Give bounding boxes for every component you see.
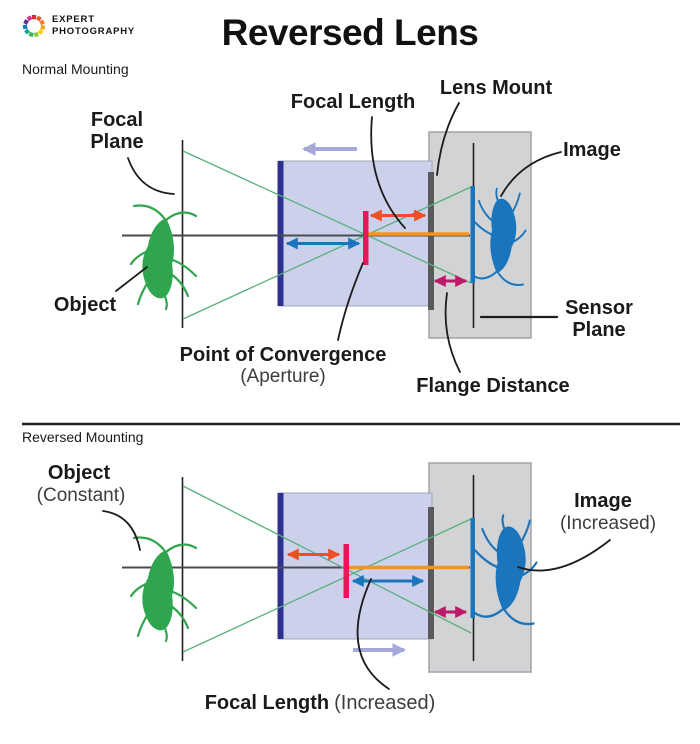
leader-line: [370, 116, 406, 229]
color-wheel-icon: [22, 15, 46, 38]
leader-line: [356, 578, 390, 690]
label-focal-length-increased: Focal Length(Increased): [205, 692, 436, 715]
label-focal-length: Focal Length: [290, 91, 416, 113]
logo-wordmark: EXPERT PHOTOGRAPHY: [52, 14, 135, 38]
lens-mount-bar: [428, 507, 434, 639]
leader-line: [517, 539, 611, 572]
light-ray: [182, 518, 472, 653]
label-image: Image: [563, 139, 621, 161]
leader-line: [127, 157, 175, 195]
label-focal-plane: Focal Plane: [90, 109, 144, 154]
object-aphid: [129, 536, 198, 643]
section-label-reversed-mounting: Reversed Mounting: [22, 429, 144, 445]
leader-lines: [115, 102, 562, 373]
leader-line: [444, 292, 461, 373]
leader-line: [337, 262, 364, 341]
image-plane-segment: [470, 518, 475, 618]
logo-line2: PHOTOGRAPHY: [52, 26, 136, 37]
diagram-normal-art: [115, 102, 562, 373]
lens-mount-bar: [428, 172, 434, 310]
leader-lines: [102, 510, 611, 690]
label-focal-length-increased-main: Focal Length: [204, 692, 330, 714]
label-image-increased-sub: (Increased): [559, 513, 657, 534]
label-focal-length-increased-sub: (Increased): [334, 692, 436, 714]
lens-front-element: [277, 493, 284, 639]
leader-line: [115, 266, 148, 292]
leader-line: [102, 510, 141, 551]
lens-front-element: [277, 161, 284, 306]
leader-line: [500, 151, 562, 197]
image-plane-segment: [470, 186, 475, 283]
label-aperture: (Aperture): [240, 366, 326, 387]
leader-line: [436, 102, 460, 176]
light-ray: [182, 150, 472, 284]
label-lens-mount: Lens Mount: [439, 77, 553, 99]
object-aphid: [129, 204, 198, 311]
label-object-constant-sub: (Constant): [36, 485, 126, 506]
expert-photography-logo: EXPERT PHOTOGRAPHY: [21, 13, 135, 39]
aperture-bar: [343, 544, 349, 598]
label-object: Object: [53, 294, 117, 316]
light-ray: [182, 186, 472, 320]
label-object-constant: Object: [47, 462, 111, 484]
label-image-increased: Image: [574, 490, 632, 512]
label-point-of-convergence: Point of Convergence: [179, 344, 387, 366]
aperture-bar: [363, 211, 369, 265]
page-title: Reversed Lens: [221, 12, 479, 53]
diagram-reversed-art: [102, 462, 611, 690]
label-flange-distance: Flange Distance: [416, 375, 570, 397]
label-sensor-plane: Sensor Plane: [565, 297, 633, 342]
logo-line1: EXPERT: [52, 14, 95, 26]
section-label-normal-mounting: Normal Mounting: [22, 61, 129, 77]
